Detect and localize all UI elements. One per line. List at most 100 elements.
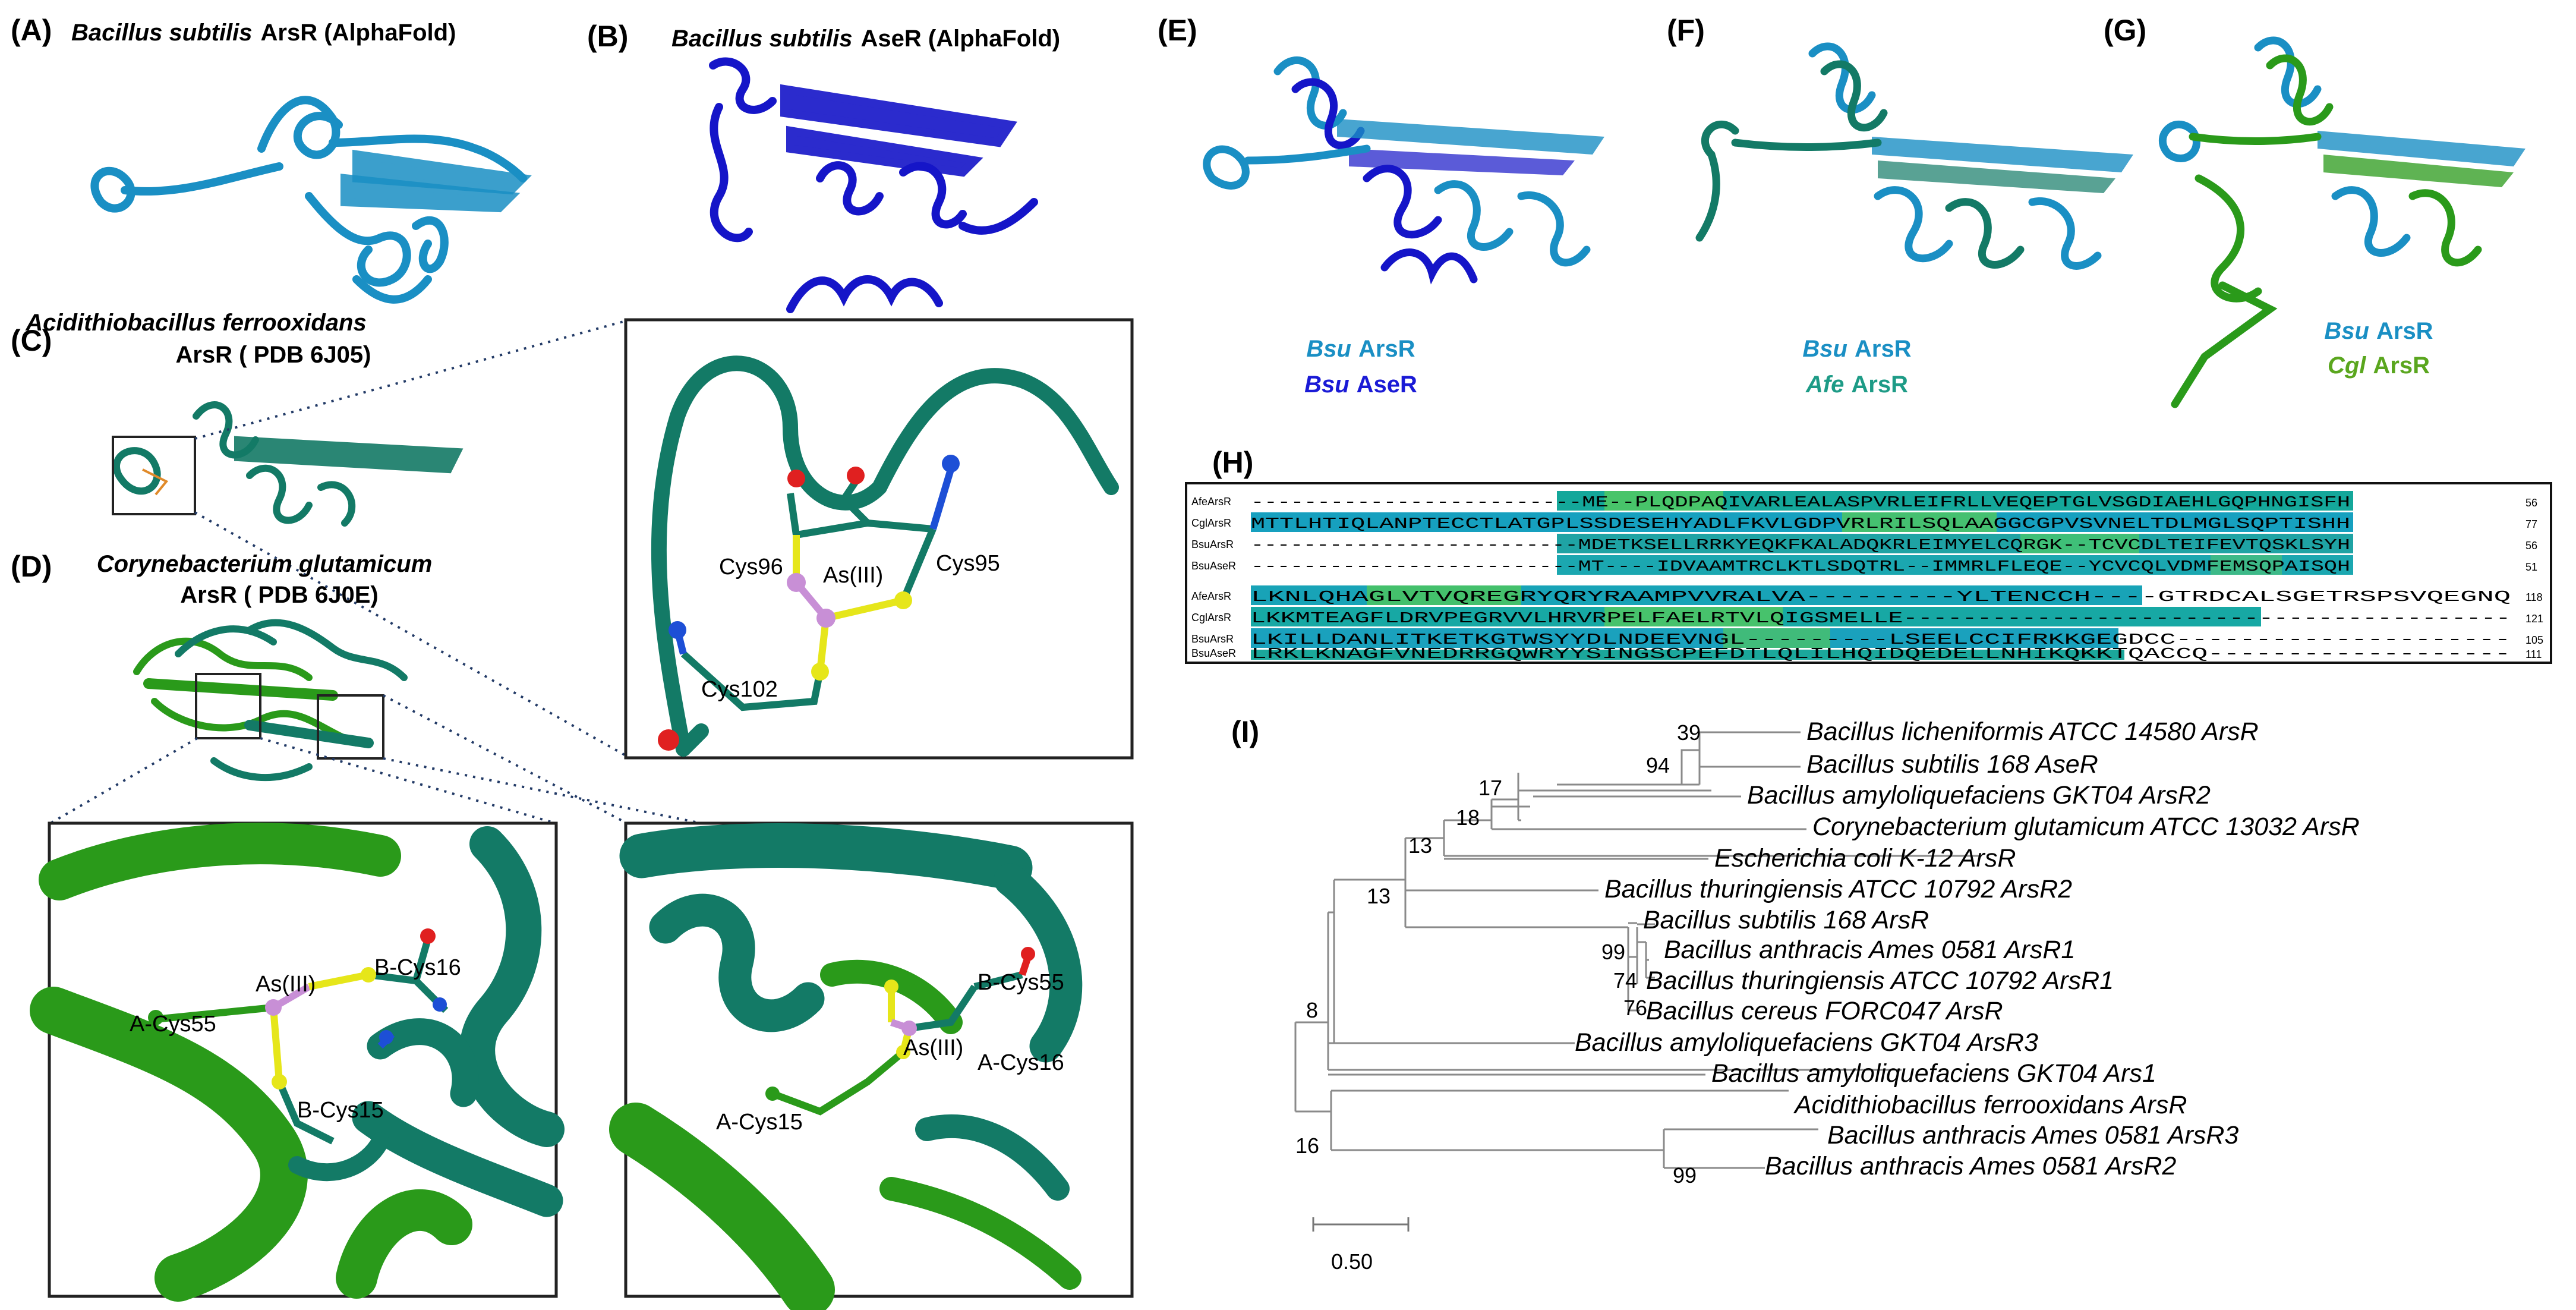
label-as-iii-c: As(III) (823, 563, 883, 588)
aln-name: CglArsR (1191, 517, 1231, 529)
panel-c-site (142, 468, 169, 496)
aln-seq: LKILLDANLITKETKGTWSYYDLNDEEVNGL---------… (1251, 631, 2511, 648)
tree-leaf-branches (1328, 731, 1806, 1076)
tree-leaf: Acidithiobacillus ferrooxidans ArsR (1793, 1091, 2187, 1119)
label-b-cys55-right: B-Cys55 (978, 970, 1064, 995)
aln-name: BsuArsR (1191, 539, 1234, 550)
panel-d-zoom-right: B-Cys55 As(III) A-Cys16 A-Cys15 (609, 821, 1134, 1310)
label-cys95: Cys95 (936, 551, 1000, 576)
panel-d-title-rest: ArsR ( PDB 6J0E) (180, 582, 378, 608)
tree-leaf: Corynebacterium glutamicum ATCC 13032 Ar… (1812, 813, 2360, 841)
aln-seq: LKNLQHAGLVTVQREGRYQRYRAAMPVVRALVA-------… (1251, 588, 2511, 606)
panel-c-inset-box (112, 436, 196, 515)
label-as-iii-d-left: As(III) (256, 972, 316, 997)
alignment-text: AfeArsR -------------------------ME--PLQ… (1191, 493, 2543, 663)
tree-leaf: Bacillus amyloliquefaciens GKT04 ArsR2 (1747, 781, 2211, 810)
panel-c-label: (C) (11, 324, 52, 357)
tree-leaf: Bacillus subtilis 168 ArsR (1643, 906, 1929, 934)
tree-leaf: Bacillus thuringiensis ATCC 10792 ArsR1 (1646, 966, 2114, 995)
bootstrap-value: 94 (1646, 753, 1670, 777)
aln-name: AfeArsR (1191, 496, 1231, 508)
aln-end: 105 (2525, 634, 2543, 646)
bootstrap-value: 74 (1613, 968, 1637, 993)
label-cys102: Cys102 (701, 677, 778, 702)
panel-d-species: Corynebacterium glutamicum (97, 551, 433, 577)
tree-leaf: Bacillus anthracis Ames 0581 ArsR3 (1827, 1121, 2238, 1150)
label-a-cys16-right: A-Cys16 (978, 1050, 1064, 1075)
panel-d-inset-box-1 (195, 673, 261, 739)
panel-e-label: (E) (1158, 14, 1197, 47)
aln-end: 51 (2525, 561, 2537, 573)
aln-seq: MTTLHTIQLANPTECCTLATGPLSSDESEHYADLFKVLGD… (1251, 515, 2350, 533)
panel-d-inset-box-2 (317, 694, 384, 760)
label-b-cys16-left: B-Cys16 (374, 955, 461, 980)
label-b-cys15-left: B-Cys15 (297, 1098, 384, 1123)
aln-seq: LKKMTEAGFLDRVPEGRVVLHRVRPELFAELRTVLQIGSM… (1251, 609, 2511, 627)
bootstrap-value: 16 (1295, 1133, 1319, 1158)
bootstrap-value: 76 (1623, 996, 1647, 1020)
aln-name: CglArsR (1191, 612, 1231, 623)
d-right-atoms (765, 947, 1035, 1101)
tree-leaf: Bacillus licheniformis ATCC 14580 ArsR (1806, 717, 2259, 746)
scale-bar-label: 0.50 (1331, 1249, 1373, 1274)
aln-end: 56 (2525, 497, 2537, 509)
zoom-connectors-c (194, 319, 630, 759)
aln-seq: -------------------------MDETKSELLRRKYEQ… (1251, 536, 2350, 554)
bootstrap-value: 8 (1306, 998, 1318, 1022)
aln-name: BsuAseR (1191, 560, 1236, 572)
d-left-ribbons (30, 823, 565, 1302)
overlay-g-structure (2158, 36, 2525, 408)
aln-name: AfeArsR (1191, 590, 1231, 602)
aln-seq: -------------------------MT----IDVAAMTRC… (1251, 558, 2350, 575)
tree-leaf: Bacillus amyloliquefaciens GKT04 ArsR3 (1575, 1028, 2038, 1057)
overlay-f-structure (1695, 42, 2133, 270)
bootstrap-value: 99 (1673, 1163, 1697, 1188)
alignment-background-block2 (1251, 585, 2261, 660)
aln-seq: -------------------------ME--PLQDPAQIVAR… (1251, 493, 2350, 511)
panel-c: Acidithiobacillus ferrooxidans (C) ArsR … (11, 310, 464, 527)
aln-seq: LRKLKNAGFVNEDRRGQWRYYSINGSCPEFDTLQLILHQI… (1251, 645, 2511, 663)
panel-b-label: (B) (587, 20, 628, 53)
aln-end: 121 (2525, 613, 2543, 625)
d-right-ribbons (609, 823, 1083, 1310)
afe-arsr-structure (113, 401, 464, 527)
label-a-cys15-right: A-Cys15 (716, 1110, 803, 1135)
panel-d: (D) Corynebacterium glutamicum ArsR ( PD… (11, 550, 433, 782)
bootstrap-value: 99 (1601, 940, 1625, 964)
aln-end: 118 (2525, 591, 2543, 603)
panel-c-title-rest: ArsR ( PDB 6J05) (175, 342, 371, 368)
panel-f-label: (F) (1667, 14, 1705, 47)
aln-end: 56 (2525, 540, 2537, 552)
panel-g-label: (G) (2104, 14, 2146, 47)
panel-h: (H) AfeArsR -------------------------ME-… (1185, 446, 2552, 664)
tree-leaves: Bacillus licheniformis ATCC 14580 ArsR B… (1575, 717, 2360, 1180)
panel-d-label: (D) (11, 550, 52, 583)
tree-bootstrap-values: 39 94 17 18 13 13 99 74 76 8 16 99 (1295, 720, 1701, 1188)
zoom-connectors-d (49, 694, 702, 824)
bsu-arsr-structure (90, 96, 532, 304)
c-zoom-atoms (658, 455, 960, 751)
aln-end: 111 (2525, 648, 2542, 660)
c-zoom-backbone (651, 355, 1119, 757)
tree-branches-detail (1330, 731, 1818, 1169)
bsu-aser-structure (709, 57, 1038, 313)
label-a-cys55-left: A-Cys55 (130, 1012, 216, 1037)
alignment-background-block1 (1251, 491, 2353, 575)
tree-leaf: Bacillus amyloliquefaciens GKT04 Ars1 (1711, 1059, 2156, 1088)
